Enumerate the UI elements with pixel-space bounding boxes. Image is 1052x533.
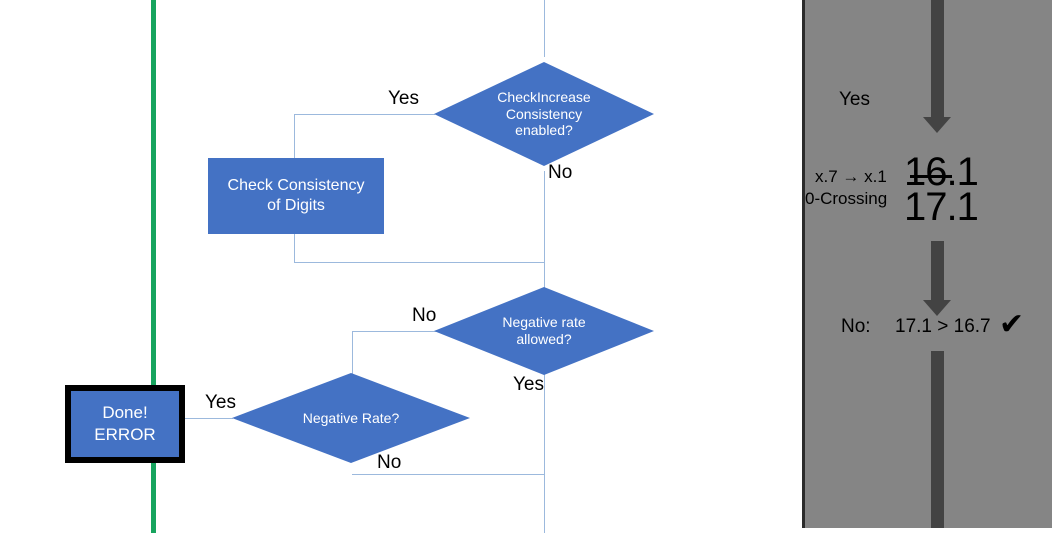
edge-label-negallowed-no: No bbox=[412, 305, 437, 326]
panel-label-yes: Yes bbox=[839, 89, 870, 110]
decision-line-2: Consistency bbox=[505, 105, 583, 122]
connector-consistency-return bbox=[294, 262, 545, 263]
process-line-2: of Digits bbox=[267, 197, 325, 214]
decision-line-1: Negative rate bbox=[502, 314, 586, 331]
arrow-1-shaft bbox=[931, 0, 944, 118]
panel-value-row2: 17.1 bbox=[904, 185, 979, 229]
arrow-3-shaft bbox=[931, 351, 944, 528]
decision-line-1: CheckIncrease bbox=[497, 89, 591, 106]
process-check-consistency-of-digits[interactable]: Check Consistency of Digits bbox=[208, 158, 384, 234]
decision-negative-rate-allowed-label: Negative rate allowed? bbox=[488, 314, 599, 347]
edge-label-negrate-yes: Yes bbox=[205, 392, 236, 413]
edge-label-consistency-no: No bbox=[548, 162, 573, 183]
process-line-1: Check Consistency bbox=[227, 177, 365, 194]
arrow-2-shaft bbox=[931, 241, 944, 306]
decision-negative-rate[interactable]: Negative Rate? bbox=[232, 373, 470, 463]
edge-label-consistency-yes: Yes bbox=[388, 88, 419, 109]
process-check-consistency-label: Check Consistency of Digits bbox=[228, 176, 365, 216]
connector-top-in bbox=[544, 0, 545, 57]
decision-check-increase-consistency[interactable]: CheckIncrease Consistency enabled? bbox=[434, 62, 654, 166]
arrow-1-head-icon bbox=[923, 117, 951, 133]
panel-comparison-expression: 17.1 > 16.7 bbox=[895, 316, 991, 337]
terminator-line-1: Done! bbox=[102, 402, 148, 422]
connector-consistency-yes-h bbox=[294, 114, 435, 115]
terminator-line-2: ERROR bbox=[94, 425, 156, 444]
terminator-done-error[interactable]: Done! ERROR bbox=[65, 385, 185, 463]
green-divider-line bbox=[151, 0, 156, 533]
panel-label-row1: x.7 → x.1 bbox=[815, 167, 887, 186]
terminator-done-error-label: Done! ERROR bbox=[94, 402, 155, 446]
panel-comparison-prefix: No: bbox=[841, 316, 871, 337]
connector-negallowed-no-h bbox=[352, 331, 438, 332]
panel-value-row1-strikethrough bbox=[910, 175, 952, 178]
edge-label-negrate-no: No bbox=[377, 452, 402, 473]
connector-negrate-yes-h bbox=[173, 418, 233, 419]
checkmark-icon: ✔ bbox=[999, 308, 1025, 341]
decision-line-2: allowed? bbox=[516, 331, 572, 347]
connector-consistency-no bbox=[544, 171, 545, 305]
connector-negallowed-yes-v bbox=[544, 372, 545, 533]
panel-label-row2: 0-Crossing bbox=[805, 189, 888, 208]
decision-negative-rate-label: Negative Rate? bbox=[302, 409, 400, 426]
decision-negative-rate-allowed[interactable]: Negative rate allowed? bbox=[434, 287, 654, 375]
decision-check-increase-consistency-label: CheckIncrease Consistency enabled? bbox=[483, 89, 604, 139]
decision-line-3: enabled? bbox=[515, 122, 573, 139]
arrow-2-head-icon bbox=[923, 300, 951, 316]
connector-negrate-no-h bbox=[352, 474, 545, 475]
edge-label-negallowed-yes: Yes bbox=[513, 374, 544, 395]
panel-value-row1: 16.1 bbox=[904, 150, 979, 194]
annotation-panel: Yes x.7 → x.1 16.1 0-Crossing 17.1 No: 1… bbox=[802, 0, 1052, 528]
